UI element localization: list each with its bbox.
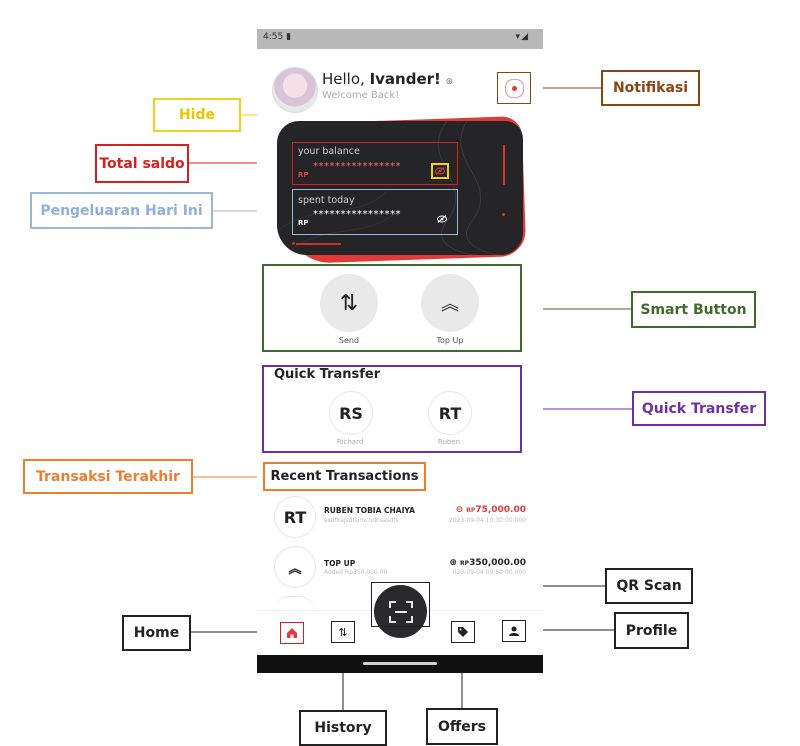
- balance-label: your balance: [298, 146, 360, 157]
- top-up-label: Top Up: [436, 336, 464, 345]
- contact-name: Ruben: [437, 438, 461, 446]
- transaction-date: 023-09-04 09:50:00.000: [452, 569, 526, 576]
- status-time: 4:55 ▮: [263, 32, 292, 42]
- spent-currency: RP: [298, 219, 309, 227]
- card-scroll-dot: [502, 213, 505, 216]
- transaction-amount: ⊖ RP75,000.00: [455, 505, 526, 515]
- transaction-avatar: RT: [274, 496, 316, 538]
- annotation-offers: Offers: [426, 708, 498, 745]
- annotation-pengeluaran: Pengeluaran Hari Ini: [30, 192, 213, 229]
- send-label: Send: [338, 336, 360, 345]
- annotation-history: History: [299, 710, 387, 746]
- transaction-amount: ⊕ RP350,000.00: [449, 558, 526, 568]
- card-indicator-dot: [292, 242, 295, 245]
- eye-off-icon: [435, 167, 445, 175]
- double-chevron-up-icon: ︽: [274, 546, 316, 588]
- quick-transfer-title: Quick Transfer: [274, 367, 381, 382]
- spent-label: spent today: [298, 195, 355, 206]
- verified-icon: ⊛: [445, 77, 454, 87]
- home-icon: [287, 628, 297, 638]
- qr-scan-highlight: [371, 582, 430, 627]
- transfer-arrows-icon: ⇅: [320, 274, 378, 332]
- minus-circle-icon: ⊖: [455, 505, 464, 515]
- transaction-row[interactable]: RT RUBEN TOBIA CHAIYA asdfkajsdfsjmcndns…: [274, 496, 530, 538]
- balance-section: your balance RP ****************: [292, 142, 458, 185]
- hide-balance-button[interactable]: [431, 163, 449, 179]
- tag-icon: [458, 627, 468, 637]
- spent-masked: ****************: [313, 209, 401, 220]
- home-indicator: [363, 662, 437, 665]
- gesture-bar: [257, 655, 543, 673]
- history-icon: ⇅: [338, 625, 348, 639]
- notification-button[interactable]: [497, 72, 531, 104]
- transaction-name: RUBEN TOBIA CHAIYA: [324, 506, 415, 515]
- annotation-total-saldo: Total saldo: [95, 144, 189, 183]
- profile-icon: [509, 626, 519, 636]
- eye-off-icon[interactable]: [437, 215, 447, 223]
- annotation-transaksi: Transaksi Terakhir: [23, 459, 193, 494]
- transaction-row[interactable]: ︽ TOP UP Added Rp350,000.00 ⊕ RP350,000.…: [274, 546, 530, 588]
- top-up-button[interactable]: ︽ Top Up: [421, 274, 479, 345]
- transaction-date: 2023-09-04 10:30:00.000: [448, 517, 526, 524]
- spent-today-section: spent today RP ****************: [292, 189, 458, 235]
- profile-nav-button[interactable]: [502, 620, 526, 642]
- card-pattern: [277, 121, 503, 255]
- contact-name: Richard: [336, 438, 364, 446]
- transaction-sub: asdfkajsdfsjmcndnsasdfs: [324, 517, 399, 524]
- annotation-hide: Hide: [153, 98, 241, 132]
- recent-transactions-title: Recent Transactions: [263, 462, 426, 491]
- home-nav-button[interactable]: [280, 622, 304, 644]
- greeting: Hello, Ivander! ⊛: [322, 70, 454, 88]
- balance-currency: RP: [298, 171, 309, 179]
- contact-avatar: RS: [329, 391, 373, 435]
- qr-scan-button[interactable]: [374, 585, 427, 638]
- transaction-name: TOP UP: [324, 559, 356, 568]
- annotation-profile: Profile: [614, 612, 689, 649]
- double-chevron-up-icon: ︽: [421, 274, 479, 332]
- quick-transfer-section: [262, 365, 522, 453]
- welcome-text: Welcome Back!: [322, 90, 400, 101]
- smart-button-section: [262, 264, 522, 352]
- annotation-smart-button: Smart Button: [631, 291, 756, 328]
- quick-transfer-contact[interactable]: RT Ruben: [428, 391, 472, 446]
- annotation-home: Home: [122, 615, 191, 651]
- quick-transfer-contact[interactable]: RS Richard: [329, 391, 373, 446]
- plus-circle-icon: ⊕: [449, 558, 457, 568]
- card-scrollbar: [503, 145, 505, 185]
- balance-masked: ****************: [313, 161, 401, 172]
- avatar[interactable]: [272, 67, 318, 113]
- balance-card: [277, 121, 523, 255]
- transaction-sub: Added Rp350,000.00: [324, 569, 388, 576]
- transaction-avatar-partial: [274, 596, 314, 611]
- annotation-qr-scan: QR Scan: [605, 568, 693, 604]
- signal-icon: ▾◢: [515, 32, 529, 42]
- annotation-notifikasi: Notifikasi: [601, 70, 700, 106]
- contact-avatar: RT: [428, 391, 472, 435]
- send-button[interactable]: ⇅ Send: [320, 274, 378, 345]
- sd-card-icon: ▮: [286, 32, 292, 42]
- status-bar: 4:55 ▮ ▾◢: [257, 29, 543, 49]
- qr-scan-icon: [388, 600, 413, 623]
- offers-nav-button[interactable]: [451, 621, 475, 643]
- card-page-indicator: [296, 243, 341, 245]
- notification-icon: [511, 85, 517, 91]
- history-nav-button[interactable]: ⇅: [331, 621, 355, 643]
- annotation-quick-transfer: Quick Transfer: [632, 391, 766, 426]
